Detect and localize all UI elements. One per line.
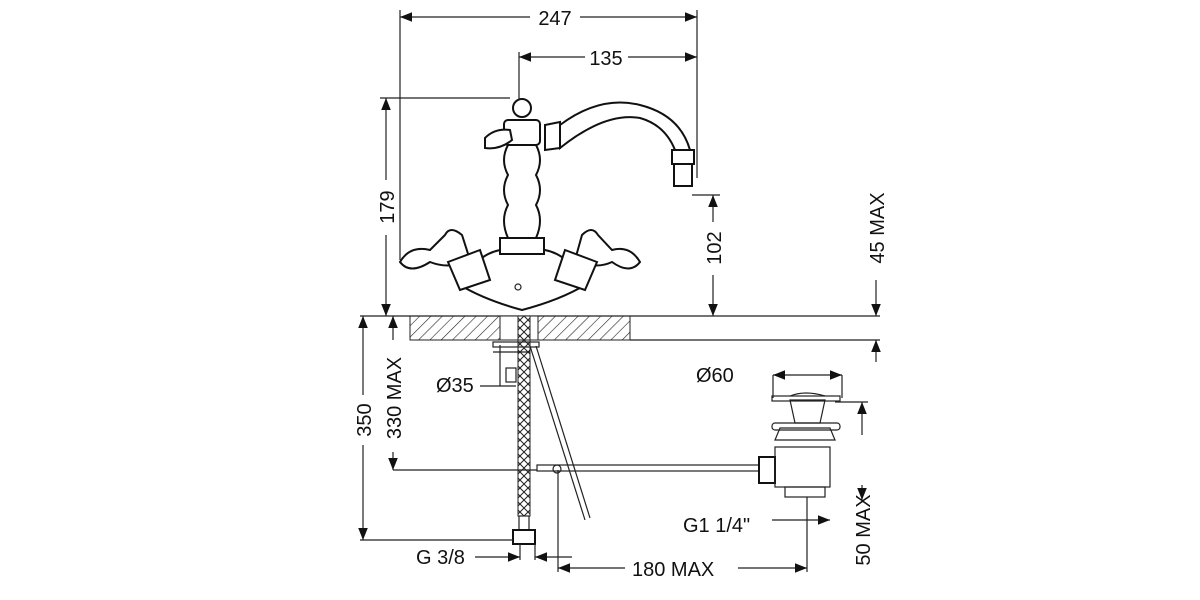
dim-g38-label: G 3/8 [416, 547, 465, 569]
dim-50max-label: 50 MAX [853, 494, 875, 565]
faucet-body [398, 98, 695, 312]
dim-d60-label: Ø60 [696, 365, 734, 387]
dim-45max-label: 45 MAX [867, 192, 889, 263]
supply-hose-and-rod [492, 315, 841, 545]
dim-350-label: 350 [354, 403, 376, 436]
dim-330max-label: 330 MAX [384, 357, 406, 439]
counter-section [360, 315, 880, 341]
dim-g114-label: G1 1/4" [683, 515, 750, 537]
dim-102-label: 102 [704, 231, 726, 264]
dim-247-label: 247 [538, 8, 571, 30]
dim-135-label: 135 [589, 48, 622, 70]
dim-180max-label: 180 MAX [632, 559, 714, 581]
dim-179-label: 179 [377, 190, 399, 223]
dim-d35-label: Ø35 [436, 375, 474, 397]
dimension-lines [358, 10, 881, 573]
